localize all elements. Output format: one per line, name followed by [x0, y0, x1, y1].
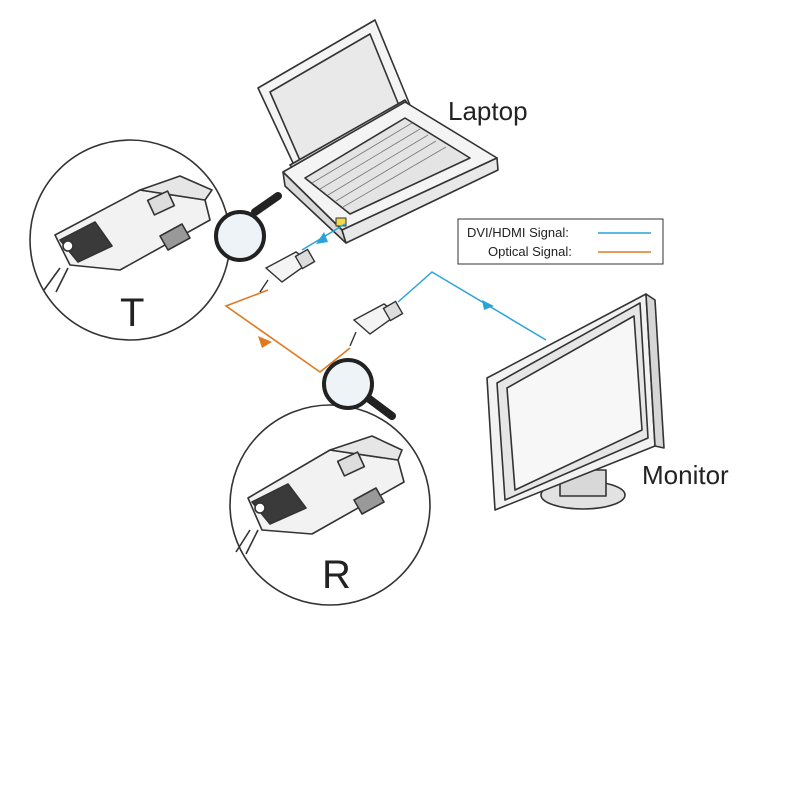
legend-dvi-label: DVI/HDMI Signal:	[467, 225, 569, 240]
transmitter-connector-icon	[43, 175, 213, 293]
monitor-icon	[486, 293, 665, 511]
laptop-label: Laptop	[448, 96, 528, 126]
dvi-arrow-icon-2	[482, 300, 494, 310]
monitor-label: Monitor	[642, 460, 729, 490]
magnifier-icon-2	[322, 358, 396, 420]
magnifier-icon	[214, 192, 282, 262]
dvi-arrow-icon	[316, 232, 328, 244]
receiver-callout: R	[229, 404, 431, 606]
receiver-connector-icon	[235, 435, 405, 555]
connector-icon	[259, 248, 316, 293]
laptop-icon	[257, 19, 499, 244]
transmitter-callout: T	[29, 139, 231, 341]
receiver-label: R	[322, 553, 351, 597]
connector-icon-2	[349, 300, 404, 347]
legend: DVI/HDMI Signal: Optical Signal:	[457, 218, 664, 265]
dvi-signal-line-2	[397, 271, 547, 341]
optical-arrow-icon	[258, 336, 272, 348]
legend-optical-label: Optical Signal:	[488, 244, 572, 259]
transmitter-label: T	[120, 291, 144, 335]
optical-signal-line	[224, 289, 351, 373]
